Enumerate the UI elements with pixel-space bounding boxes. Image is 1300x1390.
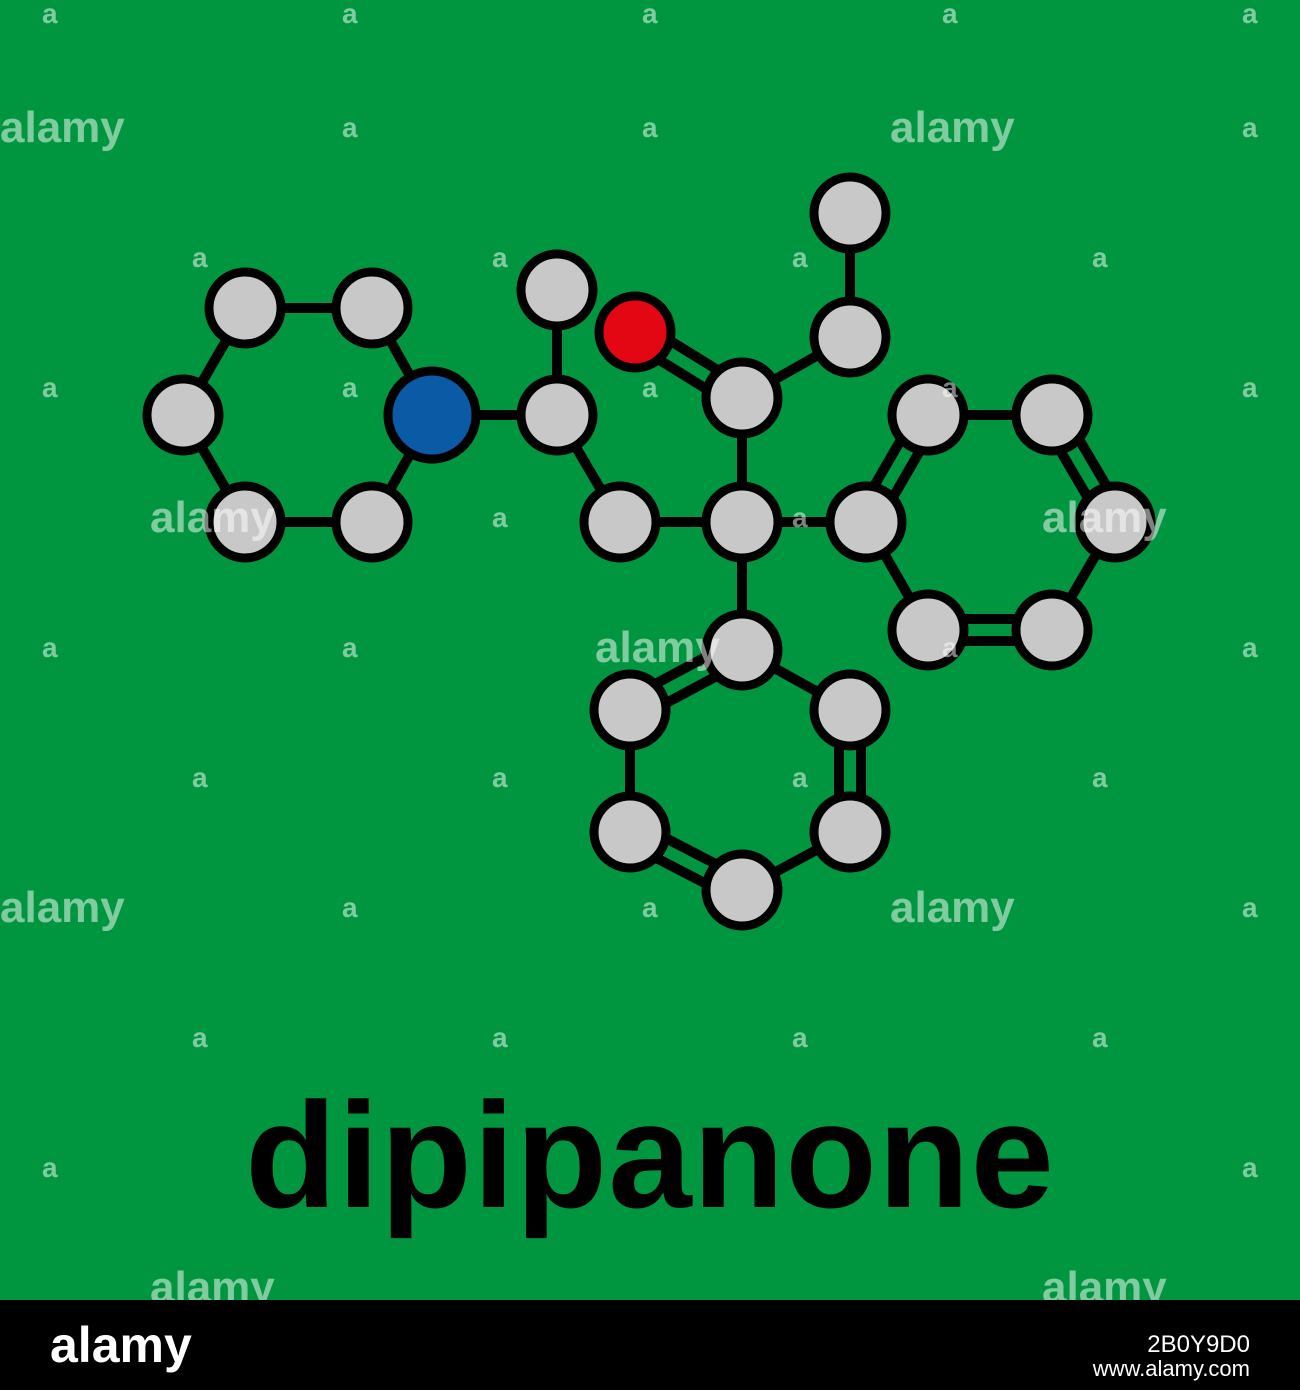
watermark-word: alamy	[0, 883, 125, 932]
carbon-atom-c4	[204, 481, 286, 563]
watermark-letter: a	[192, 762, 208, 793]
watermark-letter: a	[1242, 632, 1258, 663]
carbon-atom-c14	[887, 374, 969, 456]
watermark-letter: a	[492, 502, 508, 533]
watermark-word: alamy	[595, 623, 720, 672]
watermark-letter: a	[642, 0, 658, 29]
carbon-atom-c3	[142, 374, 224, 456]
oxygen-atom-o1	[594, 291, 676, 373]
watermark-letter: a	[1242, 112, 1258, 143]
watermark-letter: a	[192, 242, 208, 273]
carbon-atom-c13	[825, 481, 907, 563]
watermark-word: alamy	[150, 493, 275, 542]
watermark-letter: a	[642, 372, 658, 403]
watermark-word: alamy	[890, 103, 1015, 152]
watermark-letter: a	[792, 1022, 808, 1053]
carbon-atom-c19	[701, 609, 783, 691]
carbon-atom-c6	[516, 374, 598, 456]
carbon-atom-c22	[701, 849, 783, 931]
watermark-letter: a	[1242, 892, 1258, 923]
carbon-atom-c23	[809, 791, 891, 873]
watermark-letter: a	[942, 0, 958, 29]
watermark-word: alamy	[1042, 493, 1167, 542]
carbon-atom-c16	[1074, 481, 1156, 563]
watermark-letter: a	[1092, 242, 1108, 273]
carbon-atom-c17	[1011, 589, 1093, 671]
watermark-letter: a	[1092, 1022, 1108, 1053]
watermark-letter: a	[1092, 762, 1108, 793]
watermark-letter: a	[342, 892, 358, 923]
carbon-atom-c7	[516, 249, 598, 331]
carbon-atom-c21	[589, 791, 671, 873]
watermark-word: alamy	[890, 883, 1015, 932]
watermark-letter: a	[1242, 372, 1258, 403]
watermark-letter: a	[342, 372, 358, 403]
nitrogen-atom-n1	[383, 366, 481, 464]
watermark-letter: a	[342, 632, 358, 663]
footer-bar: alamy 2B0Y9D0 www.alamy.com	[0, 1300, 1300, 1390]
watermark-word: alamy	[0, 103, 125, 152]
watermark-letter: a	[342, 0, 358, 29]
carbon-atom-c8	[579, 481, 661, 563]
watermark-letter: a	[192, 1022, 208, 1053]
watermark-letter: a	[642, 892, 658, 923]
watermark-letter: a	[42, 372, 58, 403]
watermark-letter: a	[792, 762, 808, 793]
watermark-letter: a	[792, 242, 808, 273]
watermark-letter: a	[492, 1022, 508, 1053]
carbon-atom-c9	[701, 481, 783, 563]
watermark-letter: a	[792, 502, 808, 533]
footer-url: www.alamy.com	[1092, 1356, 1250, 1381]
atom-layer	[142, 172, 1156, 931]
watermark-letter: a	[1242, 1152, 1258, 1183]
carbon-atom-c2	[331, 267, 413, 349]
watermark-letter: a	[42, 632, 58, 663]
carbon-atom-c1	[204, 267, 286, 349]
carbon-atom-c20	[589, 669, 671, 751]
watermark-letter: a	[492, 762, 508, 793]
watermark-letter: a	[42, 0, 58, 29]
watermark-letter: a	[492, 242, 508, 273]
footer-image-id: 2B0Y9D0	[1147, 1331, 1250, 1358]
carbon-atom-c15	[1011, 374, 1093, 456]
watermark-letter: a	[42, 1152, 58, 1183]
molecule-name-label: dipipanone	[245, 1071, 1055, 1239]
carbon-atom-c10	[701, 357, 783, 439]
watermark-letter: a	[342, 112, 358, 143]
watermark-letter: a	[942, 632, 958, 663]
watermark-letter: a	[1242, 0, 1258, 29]
watermark-letter: a	[942, 372, 958, 403]
molecule-structure	[0, 0, 1300, 1300]
carbon-atom-c24	[809, 669, 891, 751]
carbon-atom-c5	[331, 481, 413, 563]
carbon-atom-c18	[887, 589, 969, 671]
carbon-atom-c11	[809, 296, 891, 378]
carbon-atom-c12	[809, 172, 891, 254]
watermark-letter: a	[642, 112, 658, 143]
footer-logo: alamy	[50, 1317, 192, 1373]
